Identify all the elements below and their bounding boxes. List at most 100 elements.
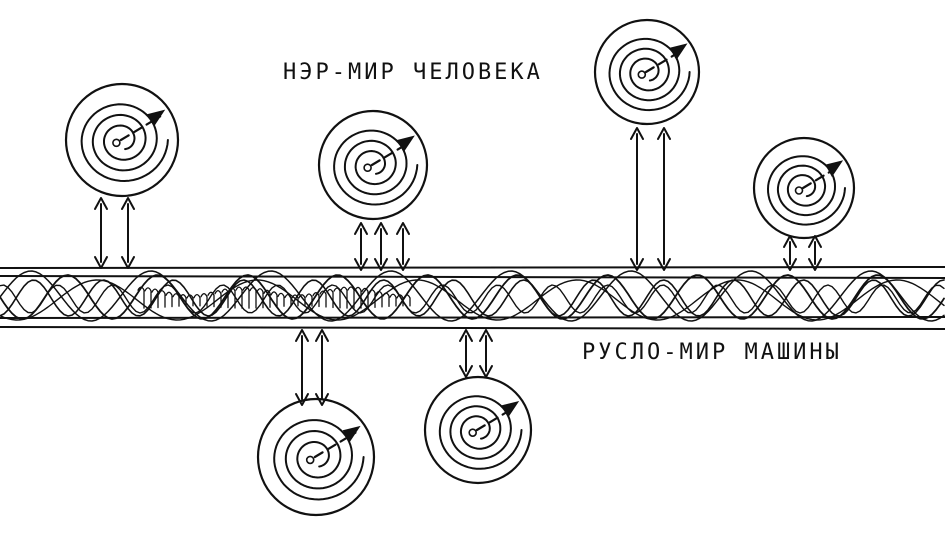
arrow-head-bottom — [396, 258, 410, 271]
hatch-mark — [214, 290, 222, 308]
arrow-head-top — [295, 329, 309, 342]
double-arrow — [354, 222, 368, 271]
arrow-head-bottom — [459, 365, 473, 378]
arrow-head-top — [315, 329, 329, 342]
hatch-mark — [347, 286, 355, 309]
hatch-mark — [312, 292, 320, 308]
arrow-head-top — [396, 222, 410, 235]
double-arrow — [783, 235, 797, 271]
hatch-mark — [151, 288, 159, 309]
channel-line — [0, 275, 945, 279]
hatch-mark — [375, 290, 383, 308]
hatch-mark — [277, 292, 285, 307]
hatch-mark — [221, 288, 229, 309]
channel-wave — [0, 279, 945, 321]
hatch-mark — [137, 286, 145, 309]
hatch-mark — [382, 292, 390, 308]
hatch-mark — [263, 289, 271, 308]
hatch-mark — [354, 286, 362, 309]
arrow-head-top — [121, 197, 135, 210]
double-arrow — [295, 329, 309, 406]
arrow-head-bottom — [121, 256, 135, 269]
spiral-center — [637, 70, 647, 79]
channel-wave — [0, 274, 945, 320]
double-arrow — [396, 222, 410, 271]
spiral-center — [305, 455, 315, 465]
hatch-mark — [284, 293, 292, 307]
spiral-coil — [80, 103, 169, 182]
arrow-head-top — [479, 329, 493, 342]
hatch-mark — [340, 286, 348, 309]
spiral-arrowhead — [342, 425, 361, 443]
channel-wave — [0, 270, 945, 322]
hatch-mark — [165, 291, 173, 308]
double-arrow — [630, 127, 644, 271]
arrow-head-bottom — [295, 393, 309, 406]
spiral-arrowhead — [669, 43, 688, 61]
hatch-mark — [333, 287, 341, 309]
hatch-mark — [228, 287, 236, 309]
hatch-mark — [319, 290, 327, 308]
spiral — [64, 82, 180, 198]
hatch-mark — [207, 291, 215, 308]
channel-line — [0, 316, 945, 319]
spiral-coil — [438, 395, 523, 470]
double-arrow — [315, 329, 329, 406]
channel-hatching — [137, 286, 411, 309]
hatch-mark — [270, 291, 278, 308]
arrow-head-bottom — [94, 256, 108, 269]
hatch-mark — [249, 286, 257, 309]
hatch-mark — [179, 294, 187, 307]
arrow-head-bottom — [315, 393, 329, 406]
spiral — [593, 18, 701, 126]
spiral-coil — [333, 129, 419, 206]
hatch-mark — [186, 294, 194, 307]
hatch-mark — [305, 293, 313, 307]
hatch-mark — [256, 288, 264, 309]
human-world-label: НЭР-МИР ЧЕЛОВЕКА — [283, 60, 543, 85]
spirals-group — [64, 18, 856, 517]
hatch-mark — [291, 294, 299, 307]
channel-line — [0, 326, 945, 330]
double-arrow — [121, 197, 135, 269]
spiral-arrowhead — [825, 160, 844, 177]
double-arrow — [479, 329, 493, 378]
hatch-mark — [172, 293, 180, 307]
spiral-center — [363, 163, 372, 172]
spiral-coil — [767, 155, 846, 226]
spiral-arrowhead — [501, 400, 520, 418]
arrow-head-top — [808, 235, 822, 248]
spiral-outer-ring — [423, 375, 533, 485]
spiral-outer-ring — [64, 82, 180, 198]
channel-wave — [0, 284, 945, 314]
spiral-outer-ring — [256, 397, 376, 517]
channel-line — [0, 266, 945, 269]
double-arrow — [657, 127, 671, 271]
hatch-mark — [144, 287, 152, 309]
spiral-outer-ring — [752, 136, 856, 240]
arrow-head-bottom — [354, 258, 368, 271]
spiral-arrowhead — [147, 109, 166, 127]
arrow-head-bottom — [630, 258, 644, 271]
double-arrow — [459, 329, 473, 378]
channel-wave — [0, 279, 945, 317]
spiral-outer-ring — [593, 18, 701, 126]
machine-world-label: РУСЛО-МИР МАШИНЫ — [582, 340, 842, 365]
arrows-group — [94, 127, 822, 406]
arrow-head-bottom — [479, 365, 493, 378]
hatch-mark — [242, 286, 250, 309]
spiral — [752, 136, 856, 240]
arrow-head-top — [783, 235, 797, 248]
double-arrow — [808, 235, 822, 271]
arrow-head-bottom — [783, 258, 797, 271]
arrow-head-bottom — [808, 258, 822, 271]
hatch-mark — [298, 294, 306, 307]
double-arrow — [374, 222, 388, 271]
hatch-mark — [403, 294, 411, 307]
hatch-mark — [193, 294, 201, 307]
spiral-coil — [608, 37, 691, 112]
arrow-head-top — [630, 127, 644, 140]
machine-channel-band — [0, 266, 945, 330]
